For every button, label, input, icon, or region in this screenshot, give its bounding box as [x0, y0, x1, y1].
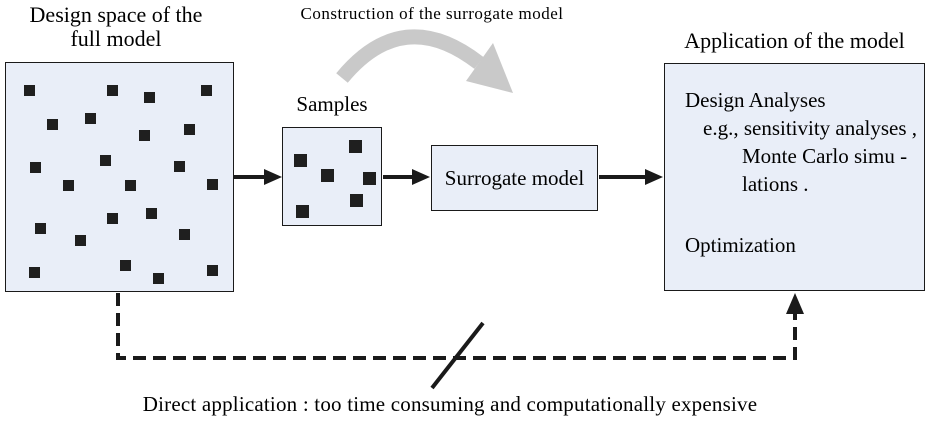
sample-point: [107, 213, 118, 224]
samples-box: [282, 127, 382, 226]
application-box: Design Analyses e.g., sensitivity analys…: [664, 63, 925, 291]
arrow-head: [264, 169, 282, 185]
arrow-shaft: [599, 175, 647, 179]
sample-point: [179, 229, 190, 240]
arrow-design-to-samples-icon: [233, 169, 282, 185]
sample-point: [75, 235, 86, 246]
sample-point: [146, 208, 157, 219]
sample-point: [63, 180, 74, 191]
sample-point: [296, 205, 309, 218]
design-space-title: Design space of the full model: [0, 3, 232, 51]
surrogate-model-label: Surrogate model: [444, 165, 585, 190]
arrow-shaft: [383, 175, 414, 179]
dashed-arrow-head: [786, 293, 804, 314]
application-line-optimization: Optimization: [685, 233, 796, 257]
sample-point: [100, 155, 111, 166]
application-title: Application of the model: [684, 28, 905, 53]
construction-label: Construction of the surrogate model: [300, 4, 564, 23]
sample-point: [107, 85, 118, 96]
application-line-design-analyses: Design Analyses: [685, 88, 826, 112]
dashed-path: [116, 293, 797, 360]
sample-point: [153, 273, 164, 284]
sample-point: [120, 260, 131, 271]
design-space-box: [5, 62, 234, 292]
sample-point: [184, 124, 195, 135]
crossed-out-slash-icon: [430, 321, 485, 390]
sample-point: [349, 140, 362, 153]
design-space-title-line2: full model: [70, 26, 162, 51]
sample-point: [29, 267, 40, 278]
sample-point: [363, 172, 376, 185]
sample-point: [174, 161, 185, 172]
sample-point: [350, 194, 363, 207]
sample-point: [139, 130, 150, 141]
sample-point: [207, 179, 218, 190]
arrow-head: [412, 169, 430, 185]
arrow-head: [645, 169, 663, 185]
direct-application-caption: Direct application : too time consuming …: [142, 392, 758, 416]
sample-point: [35, 223, 46, 234]
sample-point: [321, 169, 334, 182]
sample-point: [144, 92, 155, 103]
application-line-monte-carlo: Monte Carlo simu -: [742, 144, 908, 168]
sample-point: [30, 162, 41, 173]
surrogate-model-box: Surrogate model: [431, 145, 598, 211]
sample-point: [24, 85, 35, 96]
arrow-shaft: [233, 175, 266, 179]
arrow-surrogate-to-application-icon: [599, 169, 663, 185]
curved-arrow-shaft: [336, 29, 484, 83]
sample-point: [294, 154, 307, 167]
sample-point: [47, 119, 58, 130]
sample-point: [85, 113, 96, 124]
application-line-lations: lations .: [742, 172, 809, 196]
curved-arrow-head: [466, 43, 513, 93]
arrow-samples-to-surrogate-icon: [383, 169, 430, 185]
sample-point: [207, 265, 218, 276]
samples-label: Samples: [296, 92, 368, 116]
sample-point: [125, 180, 136, 191]
design-space-title-line1: Design space of the: [29, 2, 203, 27]
curved-gray-arrow-icon: [336, 29, 513, 93]
application-line-eg-sensitivity: e.g., sensitivity analyses ,: [703, 116, 918, 140]
sample-point: [201, 85, 212, 96]
